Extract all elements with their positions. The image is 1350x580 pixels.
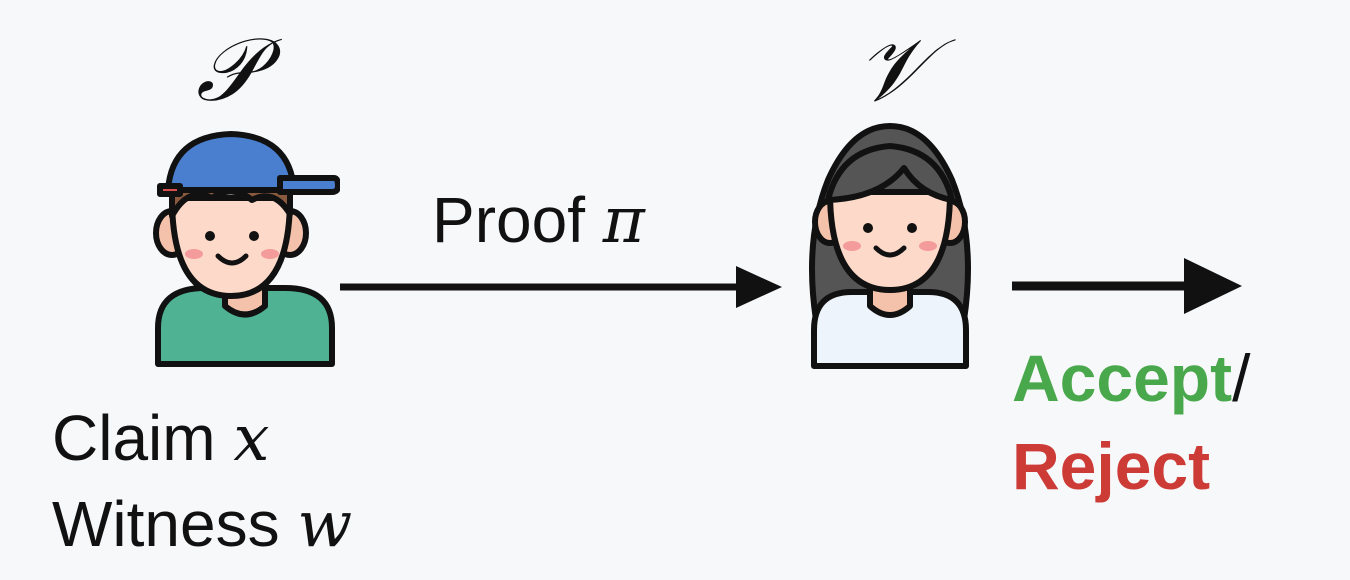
proof-variable: π (602, 184, 645, 258)
boy-with-cap-icon (153, 131, 340, 367)
result-arrow (1012, 258, 1242, 314)
witness-text: Witness (52, 488, 280, 560)
proof-arrow (340, 266, 782, 308)
outcome-separator: / (1232, 341, 1251, 415)
girl-icon (809, 123, 971, 369)
verifier-symbol: 𝒱 (856, 18, 930, 121)
verification-outcome: Accept/ Reject (1012, 334, 1250, 510)
claim-variable: x (233, 402, 270, 476)
witness-variable: w (297, 488, 353, 562)
proof-text: Proof (432, 184, 585, 256)
proof-label: Proof π (432, 188, 645, 253)
reject-text: Reject (1012, 429, 1211, 503)
claim-label: Claim x (52, 406, 269, 471)
accept-text: Accept (1012, 341, 1233, 415)
witness-label: Witness w (52, 492, 352, 557)
prover-symbol: 𝒫 (196, 18, 260, 121)
claim-text: Claim (52, 402, 216, 474)
